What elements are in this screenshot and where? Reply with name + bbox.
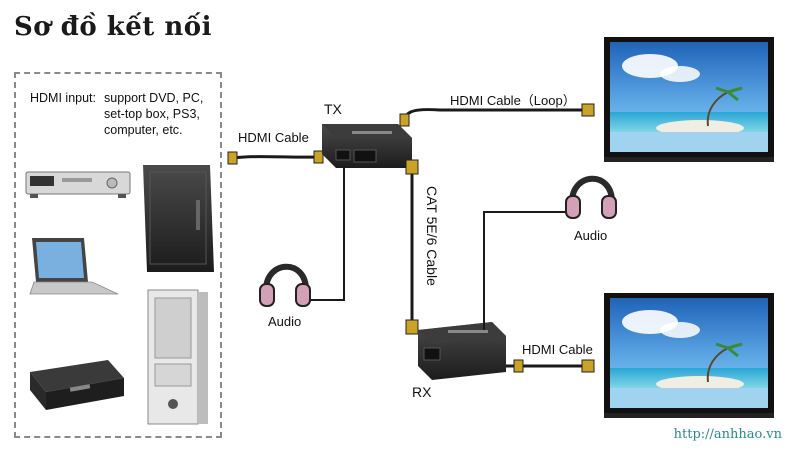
- sources-line-1: support DVD, PC,: [104, 91, 204, 105]
- hdmi-cable-output: [506, 359, 595, 373]
- source-devices-box: [14, 72, 222, 438]
- ps3-console-icon: [143, 165, 214, 272]
- cat-cable-label: CAT 5E/6 Cable: [424, 186, 440, 286]
- rx-label: RX: [412, 384, 432, 400]
- tv-top-icon: [604, 37, 774, 162]
- audio-cable-rx: [483, 211, 574, 330]
- watermark-url: http://anhhao.vn: [673, 427, 782, 442]
- cat-cable: [405, 159, 419, 335]
- headphones-rx-icon: [565, 175, 617, 219]
- audio-cable-tx: [300, 168, 345, 301]
- tv-bottom-icon: [604, 293, 774, 418]
- laptop-icon: [29, 238, 119, 295]
- sources-line-3: computer, etc.: [104, 123, 183, 137]
- headphones-tx-icon: [259, 263, 311, 307]
- audio-rx-label: Audio: [574, 228, 608, 243]
- rx-extender-device: [418, 322, 506, 380]
- dvd-player-icon: [25, 171, 131, 198]
- hdmi-cable-loop-label: HDMI Cable（Loop）: [450, 93, 576, 108]
- set-top-box-icon: [30, 360, 124, 410]
- hdmi-input-heading: HDMI input:: [30, 91, 96, 105]
- hdmi-cable-input: [227, 150, 324, 165]
- sources-line-2: set-top box, PS3,: [104, 107, 200, 121]
- hdmi-cable-loop: [399, 103, 595, 127]
- diagram-title: Sơ đồ kết nối: [14, 12, 212, 42]
- tx-label: TX: [324, 101, 342, 117]
- audio-tx-label: Audio: [268, 314, 302, 329]
- hdmi-cable-output-label: HDMI Cable: [522, 342, 593, 357]
- pc-tower-icon: [147, 289, 208, 425]
- hdmi-cable-input-label: HDMI Cable: [238, 130, 309, 145]
- tx-extender-device: [322, 124, 412, 168]
